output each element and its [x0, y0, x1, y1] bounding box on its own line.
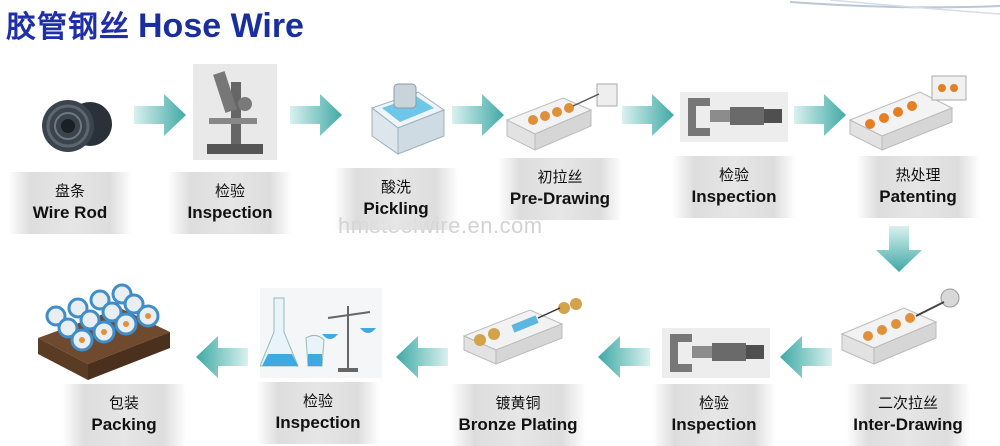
- title-chinese: 胶管钢丝: [6, 10, 130, 45]
- step-pre-drawing: 初拉丝 Pre-Drawing: [498, 158, 622, 220]
- annealing-furnace-icon: [848, 75, 967, 151]
- step-label-cn: 二次拉丝: [877, 394, 938, 412]
- drawing-machine-icon: [840, 288, 960, 365]
- step-label-cn: 检验: [718, 166, 749, 184]
- micrometer-icon: [680, 92, 788, 142]
- title-english: Hose Wire: [138, 7, 304, 45]
- flow-arrow-right-icon: [794, 94, 846, 136]
- flow-arrow-left-icon: [598, 336, 650, 378]
- step-label-en: Inspection: [187, 203, 273, 222]
- step-label-cn: 酸洗: [380, 178, 411, 196]
- page-title: 胶管钢丝 Hose Wire: [6, 2, 304, 46]
- lab-glassware-icon: [260, 288, 382, 378]
- micrometer-icon: [662, 328, 770, 378]
- step-label-en: Inspection: [691, 187, 777, 206]
- step-label-en: Inspection: [275, 413, 361, 432]
- step-label-en: Patenting: [879, 187, 957, 206]
- flow-arrow-left-icon: [196, 336, 248, 378]
- step-inspection-1: 检验 Inspection: [168, 172, 292, 234]
- flow-arrow-right-icon: [134, 94, 186, 136]
- step-packing: 包装 Packing: [62, 384, 186, 446]
- step-inspection-4: 检验 Inspection: [256, 382, 380, 444]
- step-label-cn: 盘条: [54, 182, 85, 200]
- step-inter-drawing: 二次拉丝 Inter-Drawing: [846, 384, 970, 446]
- flow-arrow-left-icon: [780, 336, 832, 378]
- step-label-en: Packing: [91, 415, 157, 434]
- flow-arrow-down-icon: [876, 226, 922, 272]
- flow-arrow-left-icon: [396, 336, 448, 378]
- flow-arrow-right-icon: [452, 94, 504, 136]
- step-label-en: Pre-Drawing: [509, 189, 611, 208]
- step-label-cn: 初拉丝: [537, 168, 583, 186]
- wire-rod-coil-icon: [42, 100, 112, 152]
- step-label-en: Pickling: [363, 199, 429, 218]
- step-label-en: Bronze Plating: [458, 415, 578, 434]
- step-label-en: Inter-Drawing: [853, 415, 963, 434]
- step-label-cn: 镀黄铜: [495, 394, 541, 412]
- pickling-tank-icon: [370, 83, 446, 155]
- header-decoration: [790, 0, 1000, 15]
- step-label-cn: 检验: [698, 394, 729, 412]
- drawing-machine-icon: [505, 83, 618, 151]
- step-label-cn: 检验: [302, 392, 333, 410]
- step-label-cn: 包装: [108, 394, 139, 412]
- flow-arrow-right-icon: [290, 94, 342, 136]
- plating-line-icon: [462, 298, 582, 365]
- step-inspection-2: 检验 Inspection: [672, 156, 796, 218]
- pallet-of-spools-icon: [38, 283, 170, 380]
- step-inspection-3: 检验 Inspection: [652, 384, 776, 446]
- microscope-icon: [193, 64, 277, 160]
- step-patenting: 热处理 Patenting: [856, 156, 980, 218]
- step-label-en: Inspection: [671, 415, 757, 434]
- step-label-cn: 检验: [214, 182, 245, 200]
- step-bronze-plating: 镀黄铜 Bronze Plating: [450, 384, 586, 446]
- flow-arrow-right-icon: [622, 94, 674, 136]
- step-pickling: 酸洗 Pickling: [334, 168, 458, 230]
- step-label-en: Wire Rod: [32, 203, 108, 222]
- step-label-cn: 热处理: [895, 166, 941, 184]
- step-wire-rod: 盘条 Wire Rod: [8, 172, 132, 234]
